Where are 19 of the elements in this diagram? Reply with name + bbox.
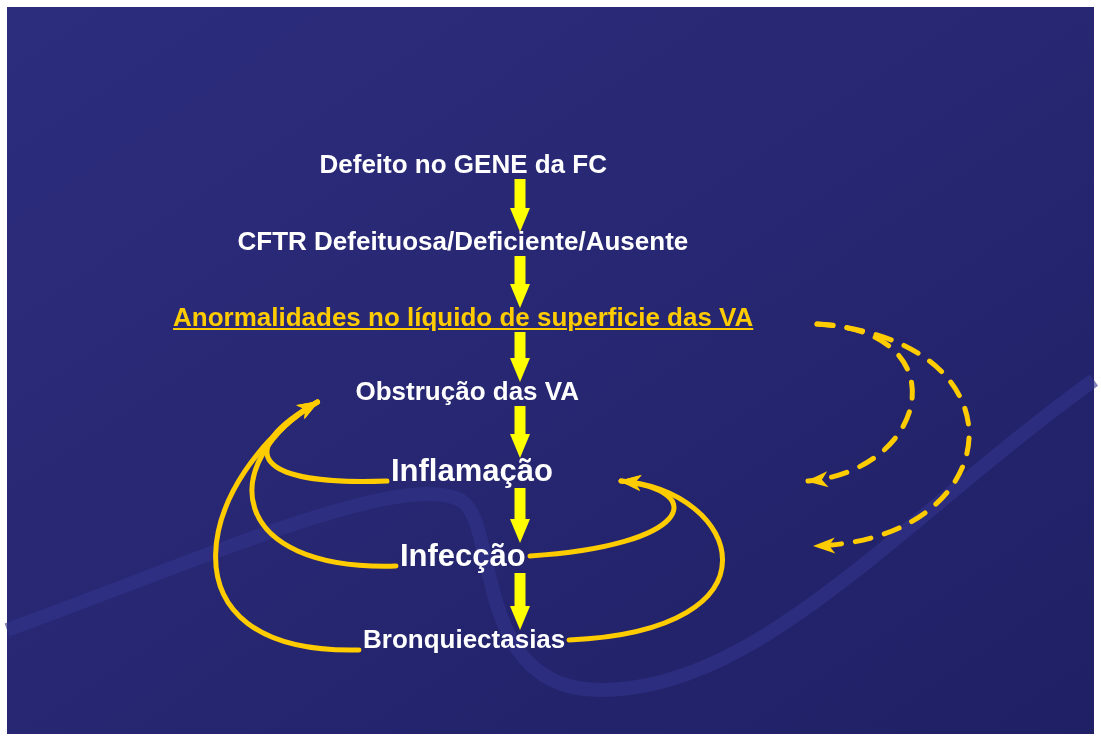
curved-arrow — [566, 476, 725, 643]
curved-arrow — [264, 399, 390, 484]
flow-step-text: Infecção — [400, 538, 526, 574]
flow-step-text: Obstrução das VA — [355, 377, 579, 407]
flow-step-text: Bronquiectasias — [363, 625, 566, 655]
block-arrow — [510, 332, 530, 382]
dashed-arrow — [805, 321, 915, 486]
flow-step-text: CFTR Defeituosa/Deficiente/Ausente — [237, 227, 689, 257]
flow-step-text: Anormalidades no líquido de superficie das VA — [173, 303, 754, 333]
block-arrow — [510, 573, 530, 630]
flow-step-text: Defeito no GENE da FC — [319, 150, 607, 180]
block-arrow — [510, 256, 530, 308]
block-arrow — [510, 179, 530, 232]
curved-arrow — [527, 476, 677, 559]
block-arrow — [510, 488, 530, 543]
curved-arrow — [213, 399, 362, 653]
flow-step-text: Inflamação — [391, 453, 553, 489]
block-arrow — [510, 406, 530, 458]
dashed-arrow — [812, 321, 972, 552]
